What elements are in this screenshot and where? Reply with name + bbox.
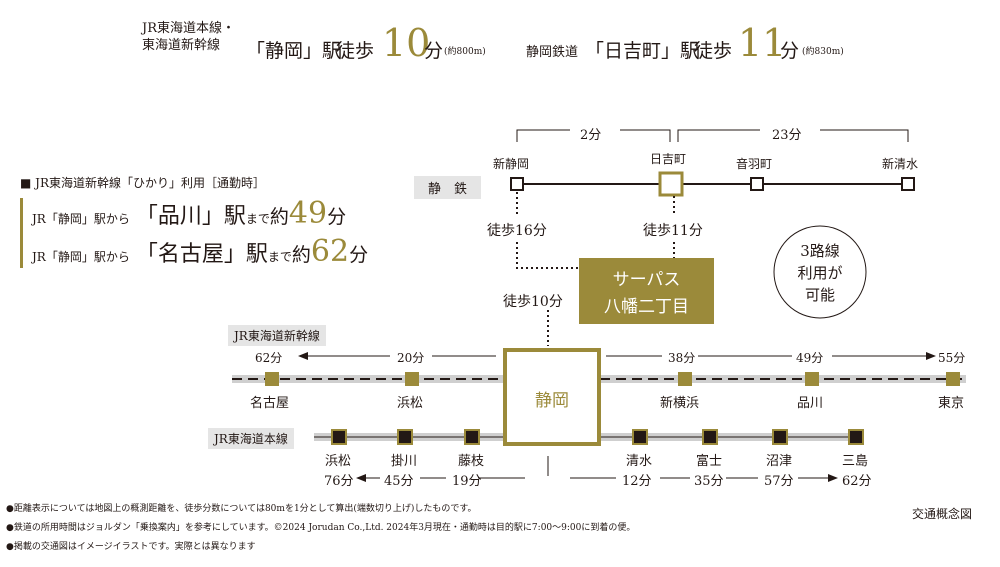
- commute-unit: 分: [327, 206, 347, 228]
- station-kakegawa: 掛川: [391, 454, 418, 469]
- arrow-right-mishima: [828, 474, 838, 482]
- min-unit-2: 分: [780, 40, 800, 62]
- walk-label-2: 徒歩: [694, 40, 733, 62]
- station-marker-tokyo: [946, 372, 960, 386]
- commute-minutes: 49: [288, 196, 328, 231]
- station-marker-shinshizuoka: [510, 177, 524, 191]
- station-otowacho: 音羽町: [736, 157, 773, 171]
- shizutetsu-line-label: 静岡鉄道: [526, 45, 579, 60]
- honsen-station-markers: [331, 429, 864, 445]
- three-lines-line3: 可能: [804, 286, 835, 304]
- station-shimizu: 清水: [626, 454, 653, 469]
- shizuoka-hub-label: 静岡: [535, 391, 569, 411]
- arrow-left-nagoya: [298, 352, 308, 360]
- commute-from: JR「静岡」駅から: [32, 212, 130, 226]
- walk-shizuoka: 徒歩10分: [503, 294, 563, 310]
- station-tokyo: 東京: [938, 396, 965, 411]
- commute-accent-bar: [20, 198, 23, 268]
- three-lines-line1: 3路線: [800, 242, 840, 260]
- station-shinshizuoka: 新静岡: [493, 157, 530, 171]
- footnote-timetable: ●鉄道の所用時間はジョルダン「乗換案内」を参考にしています。©2024 Joru…: [6, 523, 636, 533]
- time-shinyokohama: 38分: [668, 351, 696, 365]
- time-hamamatsu-shinkansen: 20分: [397, 351, 425, 365]
- time-shinagawa: 49分: [796, 351, 824, 365]
- time-numazu: 57分: [764, 474, 794, 489]
- shizutetsu-label: 静 鉄: [414, 176, 482, 199]
- arrow-left-hamamatsu: [356, 474, 366, 482]
- station-numazu: 沼津: [766, 454, 793, 469]
- station-marker-shinagawa: [805, 372, 819, 386]
- station-hiyoshicho: 日吉町: [650, 152, 687, 166]
- station-nagoya: 名古屋: [250, 396, 290, 411]
- station-marker-hamamatsu-shinkansen: [405, 372, 419, 386]
- min-unit: 分: [424, 40, 444, 62]
- station-fujieda: 藤枝: [458, 454, 485, 469]
- commute-minutes: 62: [310, 234, 350, 269]
- jr-lines-label: JR東海道本線・ 東海道新幹線: [142, 20, 235, 54]
- walk-label: 徒歩: [336, 40, 375, 62]
- station-shinagawa: 品川: [797, 396, 824, 411]
- property-name-line1: サーパス: [612, 270, 681, 290]
- shizuoka-distance: (約800m): [444, 47, 486, 57]
- commute-row-nagoya: JR「静岡」駅から「名古屋」駅まで約62分: [32, 234, 368, 269]
- commute-destination: 「名古屋」駅: [135, 242, 268, 267]
- hiyoshicho-walk-minutes: 11: [738, 21, 787, 65]
- station-marker-shinyokohama: [678, 372, 692, 386]
- concept-label: 交通概念図: [912, 507, 973, 521]
- footnote-illustration: ●掲載の交通図はイメージイラストです。実際とは異なります: [6, 542, 256, 552]
- hiyoshicho-distance: (約830m): [802, 47, 844, 57]
- commute-until: まで: [267, 250, 292, 264]
- station-hamamatsu-honsen: 浜松: [325, 454, 352, 469]
- time-tokyo: 55分: [938, 351, 966, 365]
- commute-unit: 分: [349, 244, 369, 266]
- arrow-right-tokyo: [926, 352, 936, 360]
- station-marker-otowacho: [750, 177, 764, 191]
- station-hamamatsu-shinkansen: 浜松: [397, 396, 424, 411]
- time-nagoya: 62分: [255, 351, 283, 365]
- shizutetsu-time-right: 23分: [772, 128, 802, 143]
- walking-routes: [516, 192, 675, 346]
- shizutetsu-time-bracket: [516, 129, 909, 142]
- station-shinshimizu: 新清水: [882, 157, 919, 171]
- shinkansen-label: JR東海道新幹線: [228, 325, 326, 346]
- three-lines-circle: [773, 225, 867, 319]
- walk-hiyoshicho: 徒歩11分: [643, 223, 703, 239]
- shizuoka-station-name: 「静岡」駅: [246, 40, 342, 62]
- footnotes: ●距離表示については地図上の概測距離を、徒歩分数については80mを1分として算出…: [6, 500, 635, 557]
- station-shinyokohama: 新横浜: [660, 396, 700, 411]
- property-name-line2: 八幡二丁目: [604, 297, 689, 317]
- time-hamamatsu-honsen: 76分: [324, 474, 354, 489]
- shizuoka-walk-minutes: 10: [382, 21, 431, 65]
- three-lines-text: 3路線 利用が 可能: [774, 240, 866, 306]
- commute-until: まで: [245, 212, 270, 226]
- footnote-distance: ●距離表示については地図上の概測距離を、徒歩分数については80mを1分として算出…: [6, 504, 477, 514]
- station-fuji: 富士: [696, 454, 723, 469]
- commute-destination: 「品川」駅: [135, 204, 246, 229]
- commute-approx: 約: [291, 244, 311, 266]
- shizutetsu-time-left: 2分: [580, 128, 602, 143]
- jr-line-honsen: JR東海道本線・: [142, 21, 235, 36]
- commute-heading: ■ JR東海道新幹線「ひかり」利用［通勤時］: [20, 176, 265, 190]
- hiyoshicho-station-name: 「日吉町」駅: [585, 40, 700, 62]
- walk-shinshizuoka: 徒歩16分: [487, 223, 547, 239]
- station-marker-hiyoshicho: [658, 171, 684, 197]
- station-marker-nagoya: [265, 372, 279, 386]
- commute-from: JR「静岡」駅から: [32, 250, 130, 264]
- property-box: [579, 258, 714, 324]
- time-fujieda: 19分: [452, 474, 482, 489]
- station-mishima: 三島: [842, 454, 869, 469]
- jr-line-shinkansen: 東海道新幹線: [142, 38, 221, 53]
- time-kakegawa: 45分: [384, 474, 414, 489]
- station-marker-shinshimizu: [901, 177, 915, 191]
- time-fuji: 35分: [694, 474, 724, 489]
- time-mishima: 62分: [842, 474, 872, 489]
- shizuoka-hub-box: [503, 348, 601, 446]
- honsen-label: JR東海道本線: [208, 428, 294, 449]
- commute-approx: 約: [269, 206, 289, 228]
- time-shimizu: 12分: [622, 474, 652, 489]
- commute-row-shinagawa: JR「静岡」駅から「品川」駅まで約49分: [32, 196, 346, 231]
- three-lines-line2: 利用が: [797, 264, 843, 282]
